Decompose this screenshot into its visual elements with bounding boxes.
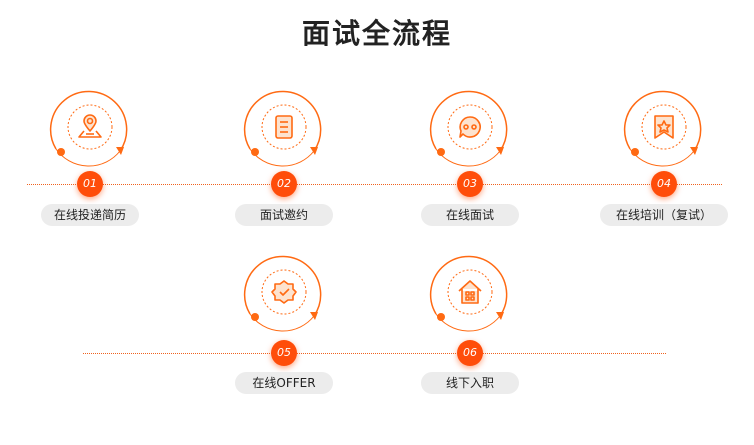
- bookmark-star-icon: [623, 90, 702, 167]
- house-icon: [429, 255, 508, 332]
- page-title: 面试全流程: [301, 17, 452, 50]
- step-number-badge: 03: [457, 171, 483, 197]
- step-number-badge: 04: [651, 171, 677, 197]
- process-step: [390, 212, 550, 372]
- timeline-divider: [83, 353, 666, 354]
- step-label: 在线培训（复试）: [600, 204, 728, 226]
- step-number-badge: 02: [271, 171, 297, 197]
- badge-check-icon: [243, 255, 322, 332]
- process-step: [584, 47, 744, 207]
- process-step: [204, 47, 364, 207]
- step-label: 面试邀约: [235, 204, 333, 226]
- step-number-badge: 01: [77, 171, 103, 197]
- document-icon: [243, 90, 322, 167]
- step-label: 在线投递简历: [41, 204, 139, 226]
- step-label: 线下入职: [421, 372, 519, 394]
- process-step: [390, 47, 550, 207]
- step-label: 在线面试: [421, 204, 519, 226]
- timeline-divider: [27, 184, 722, 185]
- process-step: [10, 47, 170, 207]
- process-step: [204, 212, 364, 372]
- location-map-icon: [49, 90, 128, 167]
- step-number-badge: 06: [457, 340, 483, 366]
- step-label: 在线OFFER: [235, 372, 333, 394]
- chat-icon: [429, 90, 508, 167]
- step-number-badge: 05: [271, 340, 297, 366]
